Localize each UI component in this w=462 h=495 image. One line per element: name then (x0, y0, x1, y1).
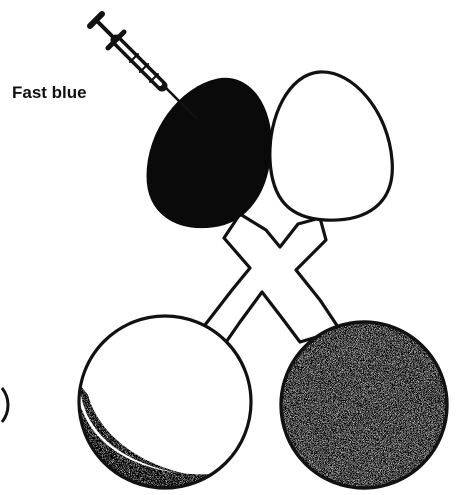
left-circle (60, 316, 251, 495)
right-circle (281, 322, 447, 488)
syringe-icon (90, 14, 196, 118)
tracer-label: Fast blue (12, 83, 87, 102)
edge-mark (2, 388, 8, 422)
crossing-tracts (198, 214, 340, 348)
right-lobe (270, 72, 392, 220)
injected-lobe (148, 79, 270, 226)
